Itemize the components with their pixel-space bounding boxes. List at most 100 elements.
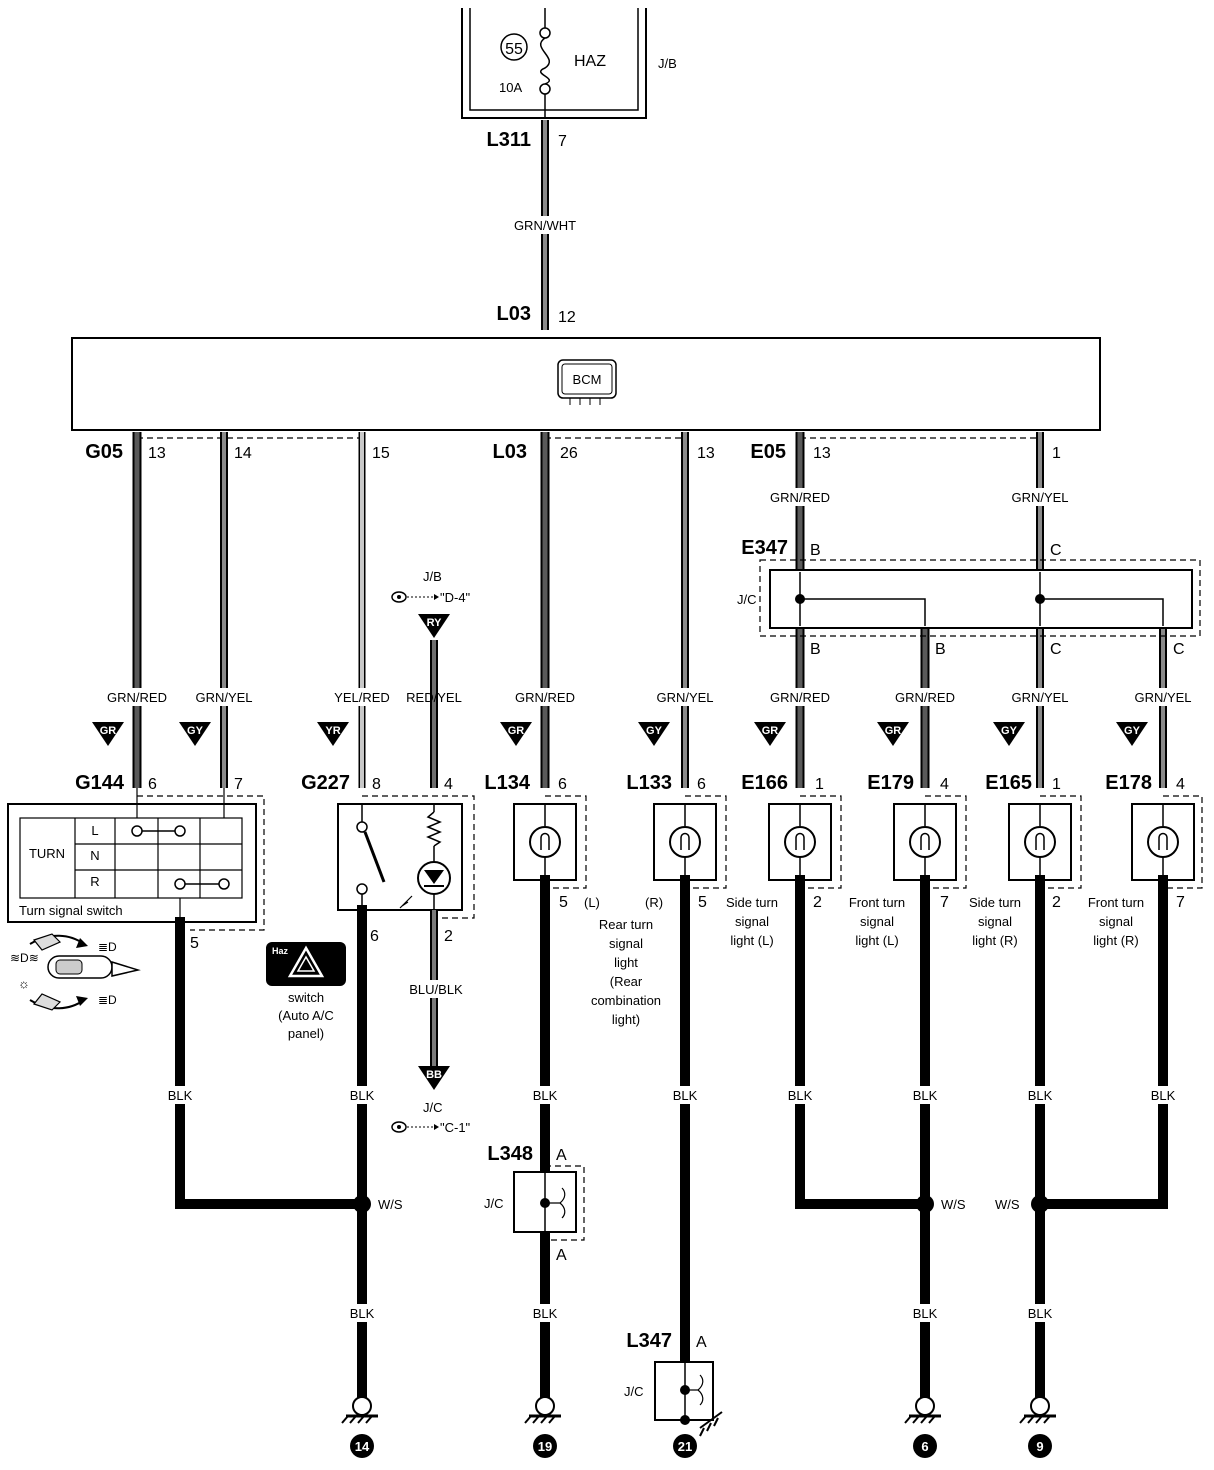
- badge-gr-e166: GR: [754, 722, 786, 746]
- ref-jb-pin: "D-4": [440, 590, 471, 605]
- pin-e347-b-out1: B: [810, 641, 821, 658]
- e165-caption-2: signal: [978, 914, 1012, 929]
- hazard-triangle-icon: [287, 945, 325, 978]
- connector-e166: E166: [741, 772, 788, 794]
- ref-jc-pin: "C-1": [440, 1120, 471, 1135]
- pin-g144-6: 6: [148, 776, 157, 793]
- pin-g227-6: 6: [370, 928, 379, 945]
- splice-ws-1: W/S: [378, 1197, 403, 1212]
- blk-ground-6: BLK: [913, 1306, 938, 1321]
- connector-l133: L133: [626, 772, 672, 794]
- wire-color-g05-15: YEL/RED: [334, 690, 390, 705]
- svg-text:GY: GY: [1001, 725, 1018, 737]
- pin-l133-in: 6: [697, 776, 706, 793]
- svg-text:GR: GR: [100, 725, 117, 737]
- pin-g144-5: 5: [190, 935, 199, 952]
- blk-ground-19: BLK: [533, 1306, 558, 1321]
- connector-l03: L03: [493, 441, 527, 463]
- pin-e166-in: 1: [815, 776, 824, 793]
- ground-symbol-6: [903, 1395, 943, 1425]
- e166-caption-3: light (L): [730, 933, 773, 948]
- pin-e05-1: 1: [1052, 445, 1061, 462]
- sun-icon: ☼: [18, 976, 30, 991]
- e165-caption-3: light (R): [972, 933, 1018, 948]
- svg-text:RY: RY: [427, 617, 443, 629]
- jb-label: J/B: [658, 56, 677, 71]
- connector-g227: G227: [301, 772, 350, 794]
- e178-caption-2: signal: [1099, 914, 1133, 929]
- rear-caption-3: light: [614, 955, 638, 970]
- pin-g227-2: 2: [444, 928, 453, 945]
- bcm-label: BCM: [573, 372, 602, 387]
- lamp-l134: [513, 795, 587, 889]
- fuse-number: 55: [505, 41, 523, 58]
- jc-e347-label: J/C: [737, 592, 757, 607]
- e165-caption-1: Side turn: [969, 895, 1021, 910]
- pin-l03-26: 26: [560, 445, 578, 462]
- rear-caption-2: signal: [609, 936, 643, 951]
- pin-e165-out: 2: [1052, 894, 1061, 911]
- svg-text:GR: GR: [762, 725, 779, 737]
- lamp-e179: [893, 795, 967, 889]
- connector-e05: E05: [750, 441, 786, 463]
- ref-jb-label: J/B: [423, 569, 442, 584]
- wire-color-e179: GRN/RED: [895, 690, 955, 705]
- pin-l347-a: A: [696, 1334, 707, 1351]
- pin-g05-13: 13: [148, 445, 166, 462]
- rear-caption-6: light): [612, 1012, 640, 1027]
- ground-symbol-19: [523, 1395, 563, 1425]
- turn-switch-caption: Turn signal switch: [19, 903, 123, 918]
- lamp-e178: [1131, 795, 1203, 889]
- pin-e347-b-out2: B: [935, 641, 946, 658]
- hazard-switch: [337, 795, 475, 919]
- badge-ry: RY: [418, 614, 450, 638]
- ref-jc-c1: [391, 1121, 439, 1133]
- ground-number-14: 14: [355, 1439, 370, 1454]
- wire-color-e178: GRN/YEL: [1134, 690, 1191, 705]
- connector-g144: G144: [75, 772, 125, 794]
- pin-l348-top: A: [556, 1147, 567, 1164]
- lamp-e165: [1008, 795, 1082, 889]
- wire-color-g05-13: GRN/RED: [107, 690, 167, 705]
- pin-l311-7: 7: [558, 133, 567, 150]
- wire-color-e05-1: GRN/YEL: [1011, 490, 1068, 505]
- svg-text:YR: YR: [325, 725, 340, 737]
- pin-l03-12: 12: [558, 309, 576, 326]
- ref-jc-label: J/C: [423, 1100, 443, 1115]
- pin-e178-out: 7: [1176, 894, 1185, 911]
- ground-badge-6: 6: [913, 1434, 937, 1458]
- rear-caption-4: (Rear: [610, 974, 643, 989]
- blk-g144: BLK: [168, 1088, 193, 1103]
- e179-caption-2: signal: [860, 914, 894, 929]
- wire-color-e05-13: GRN/RED: [770, 490, 830, 505]
- e178-caption-1: Front turn: [1088, 895, 1144, 910]
- e166-caption-2: signal: [735, 914, 769, 929]
- wire-color-l03-26: GRN/RED: [515, 690, 575, 705]
- hazard-caption-3: panel): [288, 1026, 324, 1041]
- junction-block: 55 HAZ 10A J/B: [461, 8, 677, 119]
- jc-l347-label: J/C: [624, 1384, 644, 1399]
- wire-grn-wht: [512, 120, 578, 330]
- svg-text:GY: GY: [646, 725, 663, 737]
- pin-l133-out: 5: [698, 894, 707, 911]
- turn-row-title: TURN: [29, 846, 65, 861]
- color-badges: GR GY YR GR GY GR GR GY GY: [92, 722, 1148, 746]
- svg-text:GY: GY: [1124, 725, 1141, 737]
- connector-l03-top: L03: [497, 303, 531, 325]
- connector-e179: E179: [867, 772, 914, 794]
- pin-e179-out: 7: [940, 894, 949, 911]
- pin-g05-14: 14: [234, 445, 252, 462]
- ground-badge-14: 14: [350, 1434, 374, 1458]
- badge-gy-e178: GY: [1116, 722, 1148, 746]
- connector-l311: L311: [487, 129, 531, 151]
- turn-row-l: L: [91, 823, 98, 838]
- ground-badge-9: 9: [1028, 1434, 1052, 1458]
- wire-color-g05-14: GRN/YEL: [195, 690, 252, 705]
- blk-e165: BLK: [1028, 1088, 1053, 1103]
- hazard-caption-2: (Auto A/C: [278, 1008, 334, 1023]
- badge-gr-e179: GR: [877, 722, 909, 746]
- pin-l134-out: 5: [559, 894, 568, 911]
- svg-text:GY: GY: [187, 725, 204, 737]
- e166-caption-1: Side turn: [726, 895, 778, 910]
- pin-l03-13: 13: [697, 445, 715, 462]
